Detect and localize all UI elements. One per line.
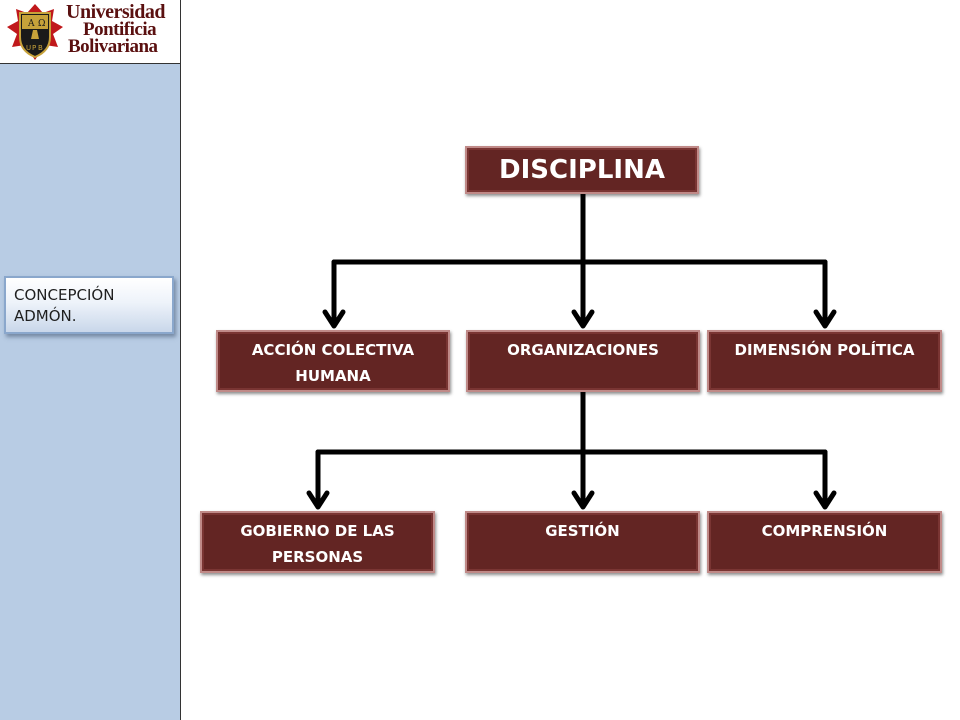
node-accion-colectiva-humana: ACCIÓN COLECTIVA HUMANA — [216, 330, 450, 392]
node-organizaciones-label: ORGANIZACIONES — [507, 341, 659, 359]
node-gestion: GESTIÓN — [465, 511, 700, 573]
node-comprension: COMPRENSIÓN — [707, 511, 942, 573]
logo-line-1: Universidad — [66, 1, 165, 23]
node-accion-colectiva-humana-label: ACCIÓN COLECTIVA HUMANA — [251, 341, 415, 385]
node-gobierno-de-las-personas: GOBIERNO DE LAS PERSONAS — [200, 511, 435, 573]
node-organizaciones: ORGANIZACIONES — [466, 330, 700, 392]
arrow-to-organizaciones — [571, 259, 595, 329]
svg-text:P: P — [32, 44, 36, 52]
arrow-to-gobierno — [306, 449, 330, 510]
concepcion-admon-button[interactable]: CONCEPCIÓN ADMÓN. — [4, 276, 174, 334]
node-disciplina: DISCIPLINA — [465, 146, 699, 194]
node-comprension-label: COMPRENSIÓN — [761, 522, 888, 540]
node-gestion-label: GESTIÓN — [545, 522, 620, 540]
svg-text:Ω: Ω — [38, 19, 45, 29]
node-gobierno-de-las-personas-label: GOBIERNO DE LAS PERSONAS — [240, 522, 395, 566]
concepcion-admon-label: CONCEPCIÓN ADMÓN. — [14, 286, 115, 325]
logo-line-2: Pontificia — [83, 19, 157, 40]
arrow-to-comprension — [813, 449, 837, 510]
logo-line-3: Bolivariana — [68, 36, 158, 57]
svg-text:U: U — [26, 44, 31, 52]
svg-text:A: A — [27, 19, 35, 29]
node-dimension-politica-label: DIMENSIÓN POLÍTICA — [734, 341, 915, 359]
node-disciplina-label: DISCIPLINA — [499, 155, 665, 185]
university-logo: A Ω U P B Universidad Pontificia Bolivar… — [0, 0, 181, 64]
university-name: Universidad Pontificia Bolivariana — [66, 1, 165, 57]
node-dimension-politica: DIMENSIÓN POLÍTICA — [707, 330, 942, 392]
sidebar: CONCEPCIÓN ADMÓN. — [0, 64, 181, 720]
crest-icon: A Ω U P B — [7, 4, 63, 60]
arrow-to-dimension-politica — [813, 259, 837, 329]
arrow-to-gestion — [571, 449, 595, 510]
arrow-to-accion-colectiva — [322, 259, 346, 329]
svg-text:B: B — [38, 44, 43, 52]
